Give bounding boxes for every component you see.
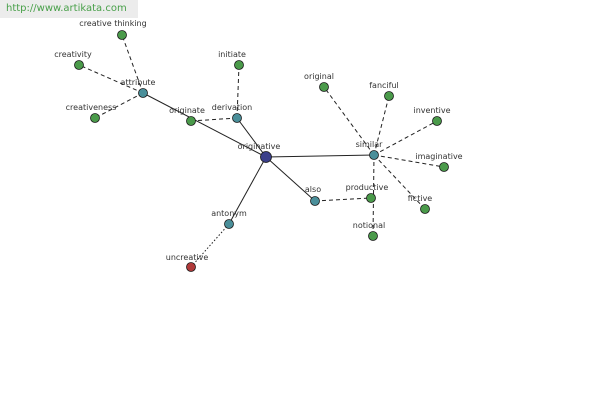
edge-originative-antonym [228, 156, 267, 225]
node-originate[interactable]: originate [169, 106, 205, 126]
node-also[interactable]: also [305, 185, 321, 206]
edge-antonym-uncreative [190, 223, 230, 268]
node-dot-original[interactable] [319, 82, 329, 92]
node-dot-uncreative[interactable] [186, 262, 196, 272]
node-originative[interactable]: originative [238, 142, 281, 163]
edge-originative-similar [265, 154, 375, 158]
node-dot-similar[interactable] [369, 150, 379, 160]
edge-similar-original [323, 86, 375, 156]
node-fictive[interactable]: fictive [408, 194, 433, 214]
node-dot-creativeness[interactable] [90, 113, 100, 123]
node-dot-imaginative[interactable] [439, 162, 449, 172]
edge-similar-imaginative [373, 154, 445, 168]
node-label-inventive[interactable]: inventive [413, 106, 450, 115]
edge-similar-inventive [373, 120, 438, 156]
edge-also-productive [314, 197, 372, 202]
node-label-original[interactable]: original [304, 72, 334, 81]
edge-originative-derivation [236, 117, 267, 158]
node-dot-derivation[interactable] [232, 113, 242, 123]
edge-derivation-originate [190, 117, 238, 122]
edges-layer [78, 34, 445, 268]
node-creativity[interactable]: creativity [54, 50, 92, 70]
node-label-productive[interactable]: productive [346, 183, 389, 192]
node-dot-fictive[interactable] [420, 204, 430, 214]
node-label-originate[interactable]: originate [169, 106, 205, 115]
node-dot-fanciful[interactable] [384, 91, 394, 101]
node-creativeness[interactable]: creativeness [66, 103, 117, 123]
node-label-attribute[interactable]: attribute [121, 78, 156, 87]
node-label-antonym[interactable]: antonym [211, 209, 247, 218]
node-notional[interactable]: notional [353, 221, 385, 241]
node-label-fanciful[interactable]: fanciful [369, 81, 399, 90]
node-initiate[interactable]: initiate [218, 50, 246, 70]
node-dot-notional[interactable] [368, 231, 378, 241]
node-antonym[interactable]: antonym [211, 209, 247, 229]
node-productive[interactable]: productive [346, 183, 389, 203]
node-label-uncreative[interactable]: uncreative [166, 253, 209, 262]
node-dot-antonym[interactable] [224, 219, 234, 229]
node-label-originative[interactable]: originative [238, 142, 281, 151]
node-label-initiate[interactable]: initiate [218, 50, 246, 59]
edge-originative-also [265, 156, 316, 202]
node-dot-attribute[interactable] [138, 88, 148, 98]
node-label-fictive[interactable]: fictive [408, 194, 433, 203]
node-label-derivation[interactable]: derivation [212, 103, 252, 112]
edge-similar-fictive [373, 154, 426, 210]
node-dot-originative[interactable] [260, 151, 272, 163]
node-similar[interactable]: similar [356, 140, 384, 160]
edge-attribute-creative-thinking [121, 34, 144, 94]
edge-attribute-creativeness [94, 92, 144, 119]
edge-derivation-initiate [236, 64, 240, 119]
node-creative-thinking[interactable]: creative thinking [79, 19, 147, 40]
node-dot-also[interactable] [310, 196, 320, 206]
node-dot-inventive[interactable] [432, 116, 442, 126]
node-uncreative[interactable]: uncreative [166, 253, 209, 272]
edge-attribute-creativity [78, 64, 144, 94]
node-inventive[interactable]: inventive [413, 106, 451, 126]
url-banner: http://www.artikata.com [0, 0, 138, 18]
node-imaginative[interactable]: imaginative [415, 152, 463, 172]
edge-originative-attribute [142, 92, 267, 158]
node-dot-creativity[interactable] [74, 60, 84, 70]
node-original[interactable]: original [304, 72, 334, 92]
node-dot-initiate[interactable] [234, 60, 244, 70]
node-dot-originate[interactable] [186, 116, 196, 126]
node-fanciful[interactable]: fanciful [369, 81, 399, 101]
node-label-creativeness[interactable]: creativeness [66, 103, 117, 112]
node-label-creativity[interactable]: creativity [54, 50, 92, 59]
node-label-creative-thinking[interactable]: creative thinking [79, 19, 146, 28]
node-label-imaginative[interactable]: imaginative [415, 152, 462, 161]
site-url[interactable]: http://www.artikata.com [6, 3, 127, 14]
node-derivation[interactable]: derivation [212, 103, 252, 123]
nodes-layer: originative attribute derivation similar als… [54, 19, 463, 272]
node-dot-creative-thinking[interactable] [117, 30, 127, 40]
node-label-notional[interactable]: notional [353, 221, 385, 230]
node-label-similar[interactable]: similar [356, 140, 384, 149]
node-label-also[interactable]: also [305, 185, 321, 194]
node-dot-productive[interactable] [366, 193, 376, 203]
edge-similar-fanciful [373, 95, 390, 156]
node-attribute[interactable]: attribute [121, 78, 156, 98]
